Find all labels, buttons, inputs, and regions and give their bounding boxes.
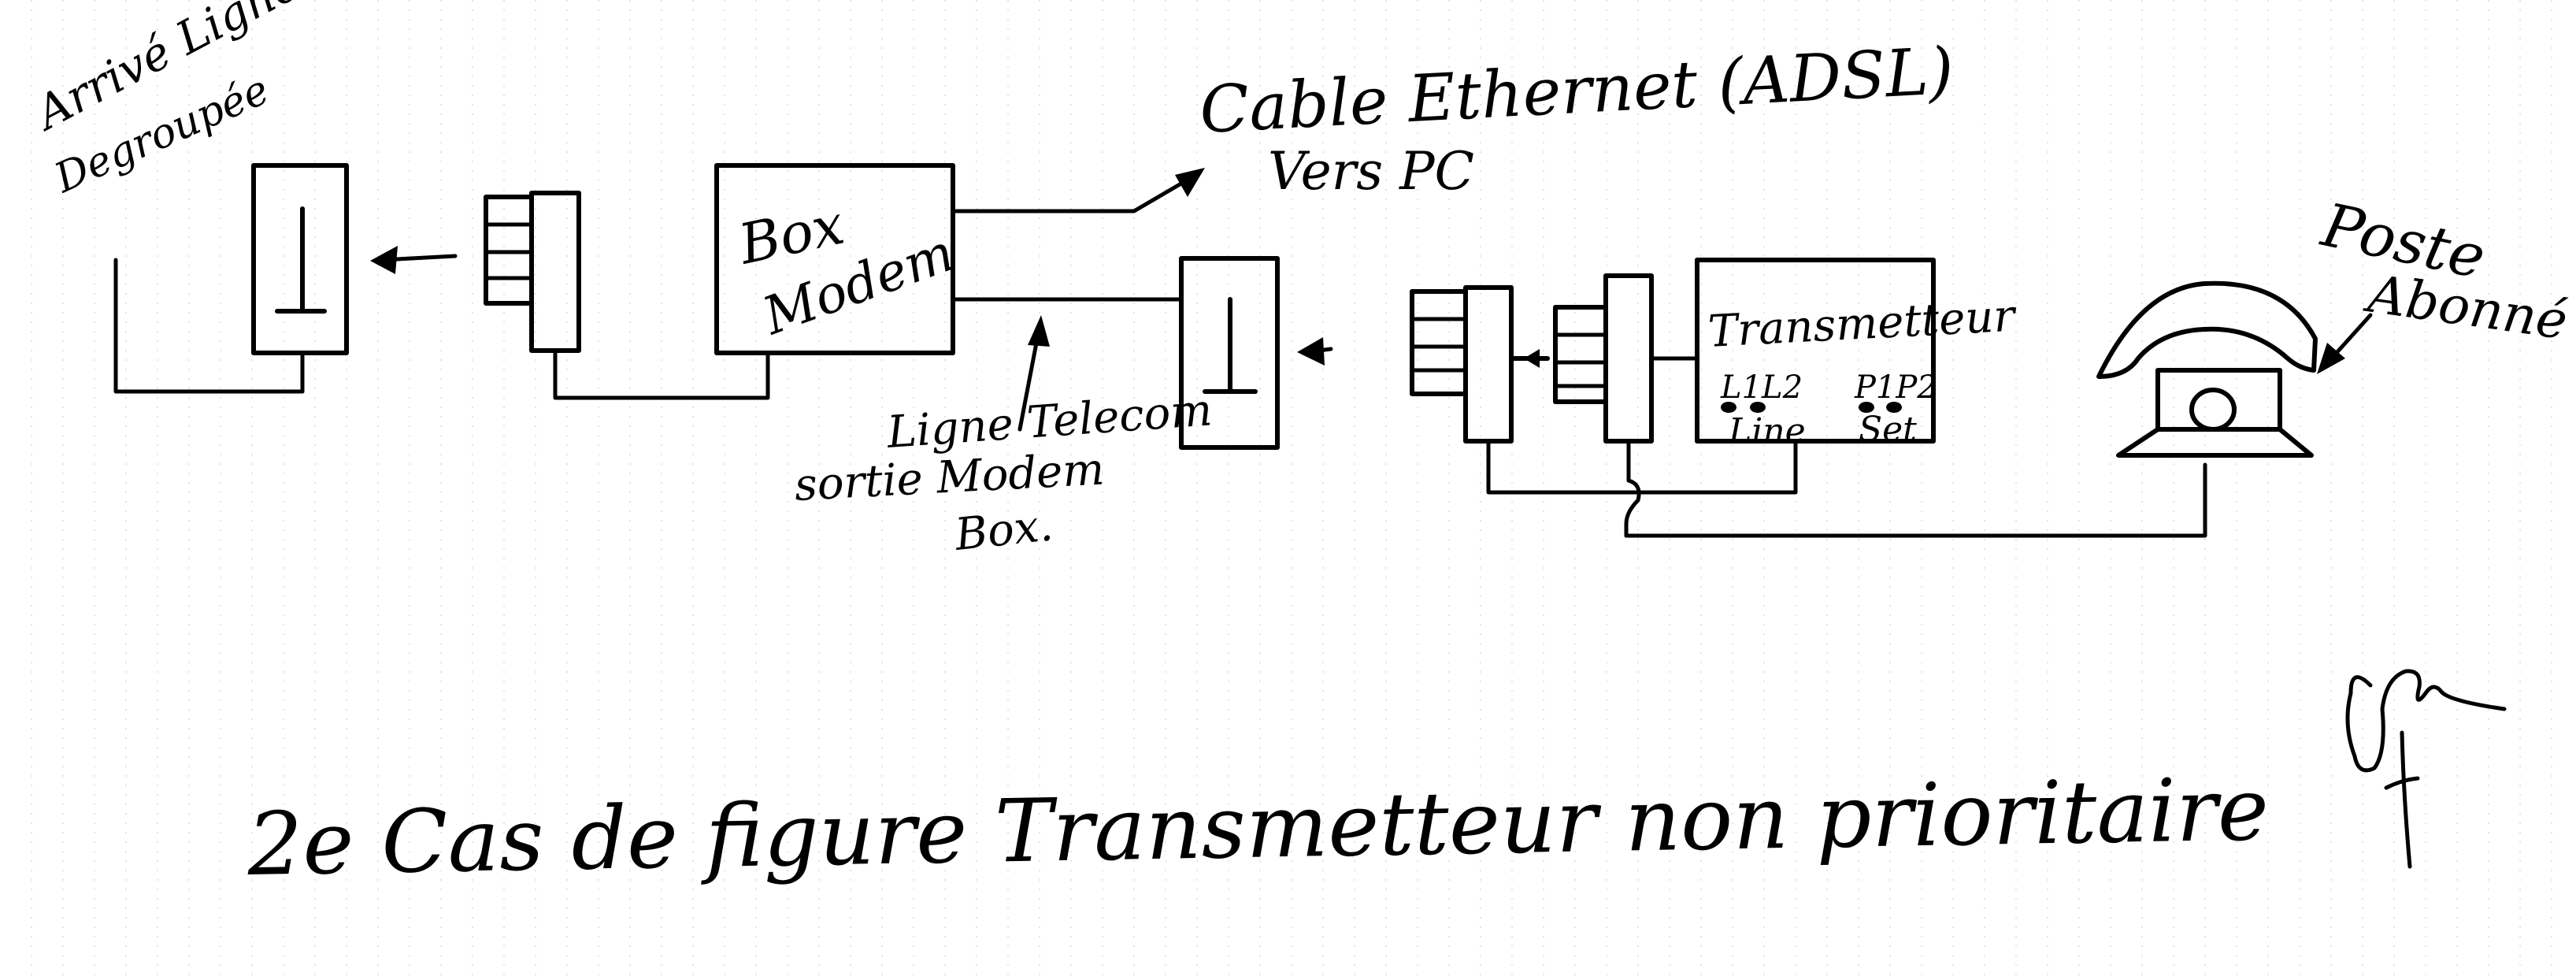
- caption: 2e Cas de figure Transmetteur non priori…: [246, 759, 2270, 895]
- vers-pc-label: Vers PC: [1268, 141, 1474, 202]
- arrow-to-middle-socket: [1297, 337, 1333, 366]
- box-modem: [714, 163, 955, 355]
- arrow-to-left-socket: [370, 246, 458, 274]
- wall-socket-middle: [1179, 256, 1280, 450]
- wire-to-phone: [1624, 462, 2207, 538]
- line-in-wire: [113, 258, 305, 394]
- box-dot-label: Box.: [952, 499, 1055, 561]
- transmetteur-label: Transmetteur: [1707, 291, 2018, 358]
- transmetteur-box: [1695, 258, 1936, 444]
- splitter-left: [484, 191, 581, 353]
- p1p2-label: P1P2: [1854, 369, 1937, 406]
- signature-icon: [2345, 669, 2507, 869]
- splitter-right-b: [1553, 273, 1654, 444]
- line-port-label: Line: [1728, 411, 1806, 451]
- wire-splitter-to-line: [1486, 439, 1798, 495]
- set-port-label: Set: [1859, 410, 1917, 450]
- telephone-icon: [2096, 280, 2318, 458]
- sortie-modem-label: sortie Modem: [793, 444, 1106, 511]
- cable-ethernet-label: Cable Ethernet (ADSL): [1198, 34, 1955, 148]
- splitter-right-a: [1410, 285, 1514, 444]
- l1l2-label: L1L2: [1720, 369, 1803, 406]
- arrow-to-telephone: [2317, 313, 2373, 374]
- ethernet-cable: [951, 168, 1205, 213]
- arrow-double: [1511, 349, 1550, 368]
- wire-jumper: [1624, 439, 1641, 538]
- abonne-label: Abonné: [2360, 263, 2571, 351]
- arrow-ligne-telecom: [1017, 315, 1050, 432]
- wire-splitter-to-modem: [553, 348, 770, 400]
- wall-socket-left: [251, 163, 349, 394]
